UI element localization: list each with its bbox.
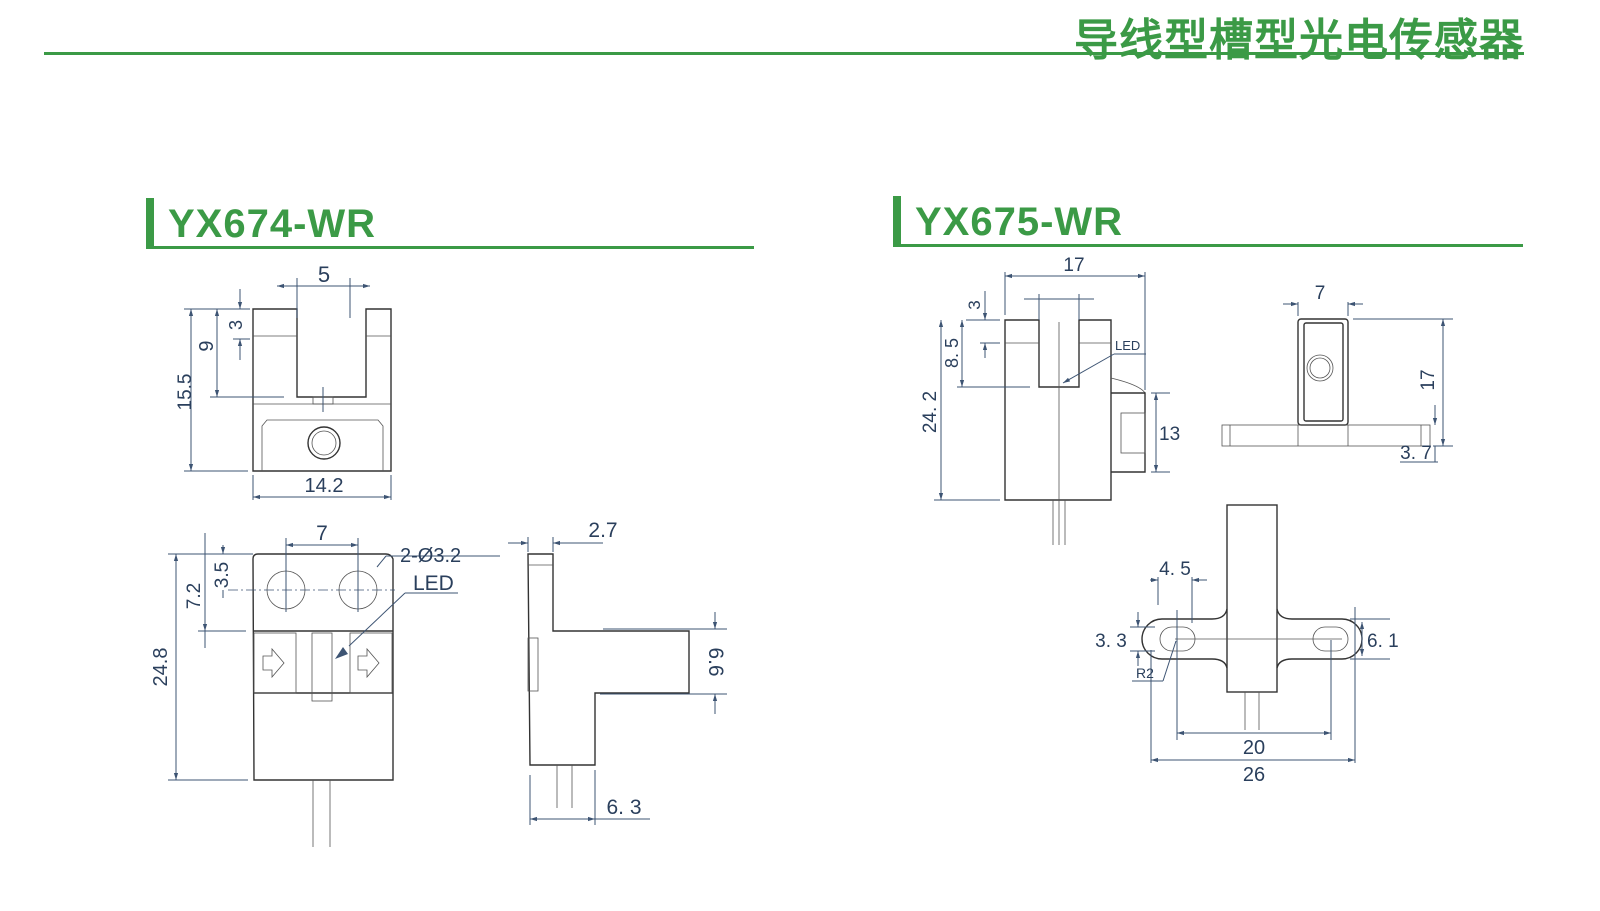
dim-hole-pitch: 7	[316, 522, 328, 545]
section-rule	[893, 244, 1523, 247]
dim-connector: 13	[1159, 424, 1180, 445]
dim-flange-width: 6. 1	[1367, 631, 1399, 652]
yx674-side-view: 2.7 6.6 6. 3	[508, 519, 727, 825]
section-header-yx675: YX675-WR	[893, 196, 1523, 248]
yx675-front-view: 17 3 8. 5 24. 2 LED 13	[920, 255, 1180, 545]
dim-slot-width: 5	[318, 262, 330, 287]
dim-slot-length: 4. 5	[1159, 559, 1191, 580]
yx675-bottom-view: 4. 5 3. 3 R2 6. 1 20 26	[1095, 504, 1399, 786]
dim-thickness: 2.7	[588, 519, 617, 542]
dim-end-height: 17	[1418, 369, 1439, 390]
yx674-front-view: 5 3 9 15.5 14.2	[175, 262, 392, 500]
hole-spec-label: 2-Ø3.2	[400, 545, 461, 567]
dim-hole-offset: 3.5	[212, 562, 233, 588]
dim-length: 24.8	[150, 648, 172, 687]
led-label: LED	[413, 572, 454, 595]
section-header-yx674: YX674-WR	[146, 198, 754, 250]
dim-pitch: 20	[1243, 737, 1265, 759]
dim-slot-top: 3	[965, 300, 984, 309]
header-rule	[44, 52, 1524, 55]
dim-slot-top: 3	[226, 320, 246, 330]
dim-width: 17	[1063, 255, 1084, 276]
model-name: YX675-WR	[915, 200, 1124, 244]
dim-radius: R2	[1136, 665, 1154, 681]
yx675-end-view: 7 17 3. 7	[1221, 283, 1453, 464]
dim-top-depth: 7.2	[184, 583, 205, 609]
yx674-top-view: 7 2-Ø3.2 LED 3.5 7.2 24.8	[150, 522, 500, 847]
dim-slot-width: 3. 3	[1095, 631, 1127, 652]
dim-overall: 26	[1243, 764, 1265, 786]
dim-slot-depth: 9	[196, 340, 218, 351]
dim-end-width: 7	[1315, 283, 1326, 304]
section-marker	[146, 198, 154, 248]
dim-end-base: 3. 7	[1400, 443, 1432, 464]
section-rule	[146, 246, 754, 249]
model-name: YX674-WR	[168, 202, 377, 246]
dim-slot-depth: 8. 5	[942, 338, 962, 368]
dim-height: 15.5	[175, 374, 196, 411]
dim-width: 14.2	[305, 475, 344, 497]
dim-height: 24. 2	[920, 391, 941, 433]
led-label: LED	[1115, 338, 1140, 353]
section-marker	[893, 196, 901, 246]
page-title: 导线型槽型光电传感器	[1074, 15, 1524, 66]
dim-flange: 6.6	[704, 647, 727, 676]
dim-base: 6. 3	[606, 796, 641, 819]
